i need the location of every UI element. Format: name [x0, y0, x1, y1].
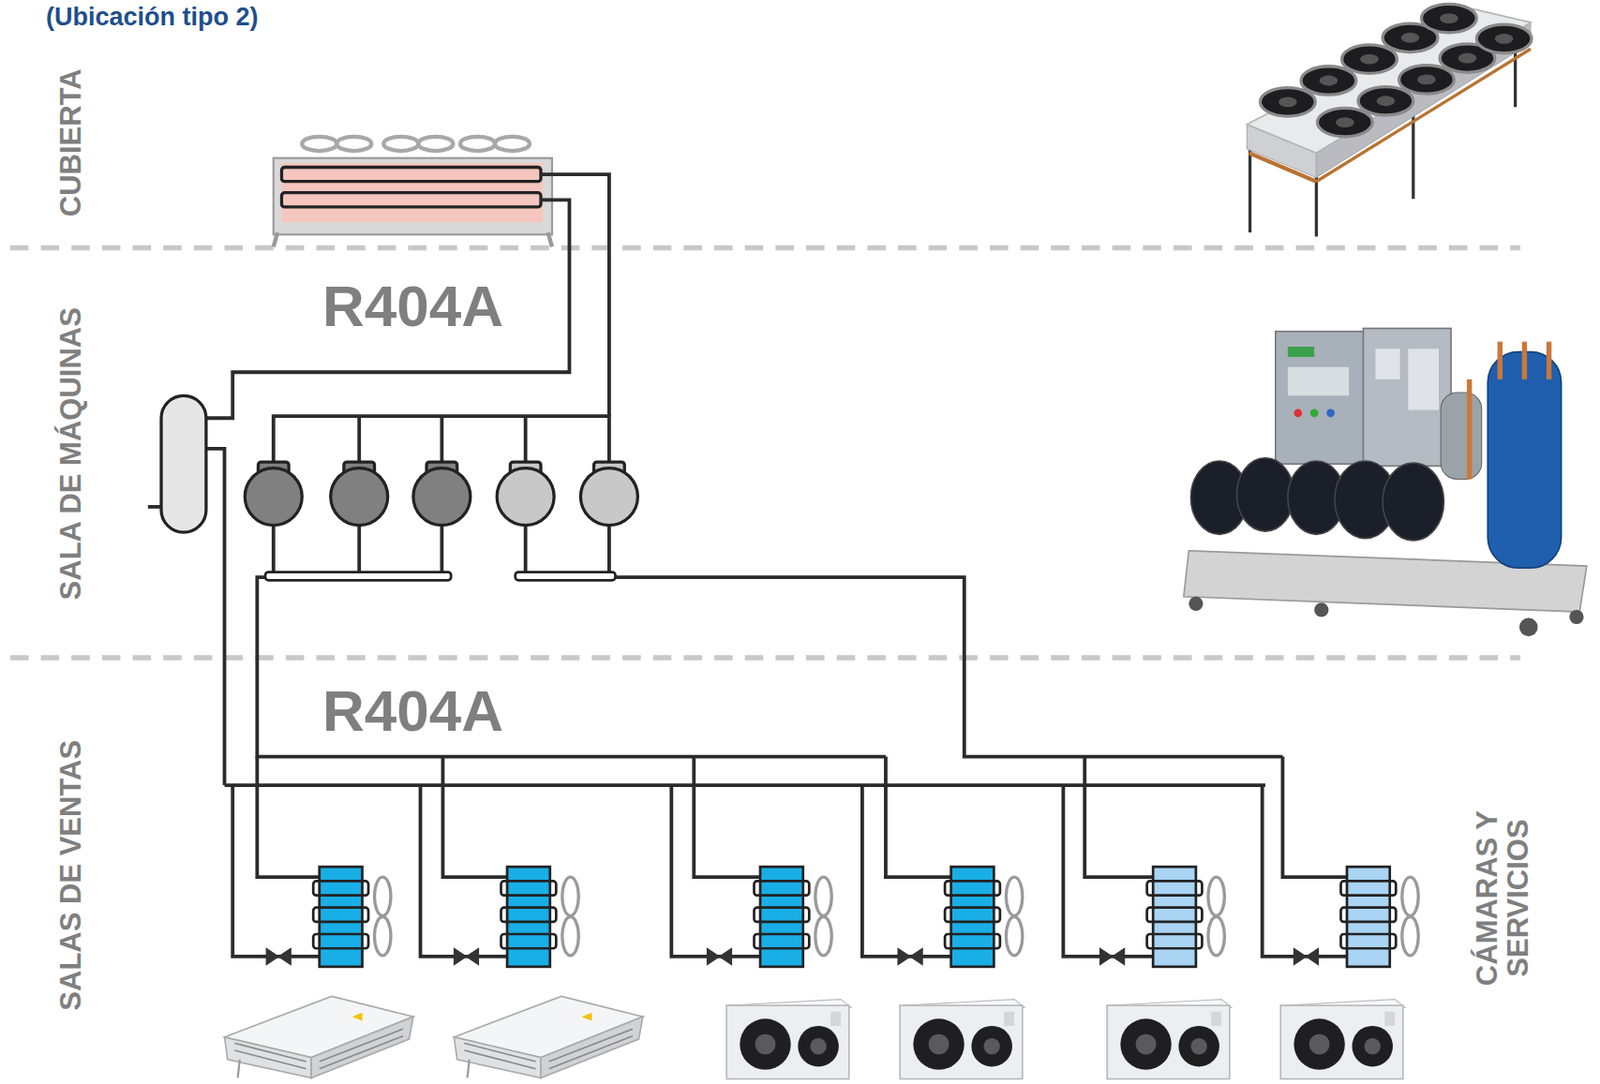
refrigerant-label: R404A [322, 272, 504, 340]
evaporator-photo [224, 996, 1406, 1079]
compressor-rack-photo [1183, 328, 1587, 637]
zone-label: SALAS DE VENTAS [56, 740, 88, 1012]
zone-label: SALA DE MÁQUINAS [56, 307, 88, 600]
condenser-symbol [273, 136, 553, 248]
diagram-title: (Ubicación tipo 2) [45, 2, 259, 32]
zone-label: CUBIERTA [56, 68, 88, 217]
refrigerant-label: R404A [322, 677, 504, 745]
evaporator-symbol [266, 867, 1419, 968]
compressor-symbol [244, 462, 638, 525]
condenser-photo [1246, 3, 1532, 237]
liquid-receiver [161, 395, 207, 533]
zone-label: CÁMARAS Y SERVICIOS [1472, 797, 1534, 1000]
refrigerant-piping [148, 174, 1347, 958]
suction-header [265, 572, 615, 582]
